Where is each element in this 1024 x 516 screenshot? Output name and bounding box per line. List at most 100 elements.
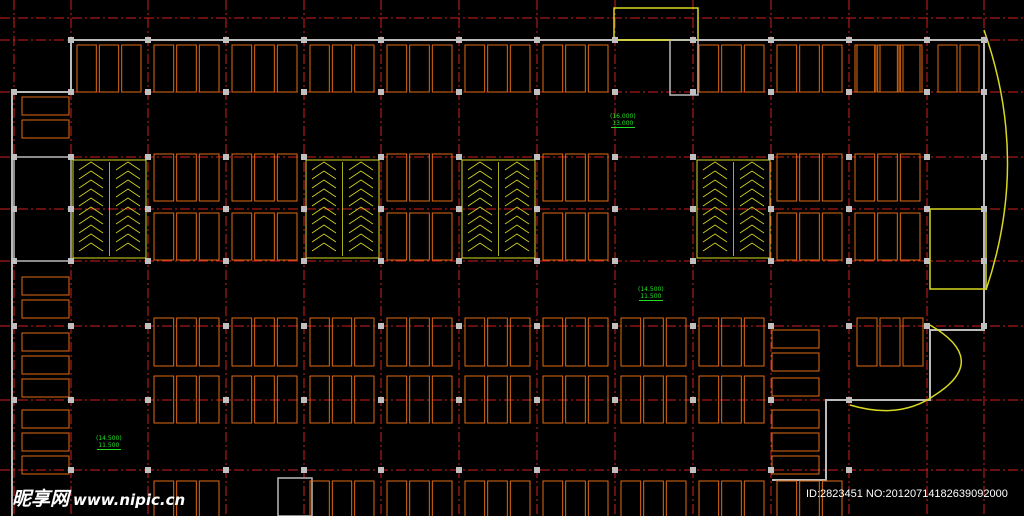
parking-stall <box>309 44 330 93</box>
parking-stall <box>431 153 453 202</box>
parking-stall <box>821 480 843 516</box>
ramp-hatch <box>702 233 728 243</box>
structural-column <box>846 37 852 43</box>
level-label-3: (14.500) 11.500 <box>96 435 122 450</box>
structural-column <box>924 37 930 43</box>
structural-column <box>301 467 307 473</box>
ramp-hatch <box>504 179 530 189</box>
structural-column <box>378 154 384 160</box>
ramp-hatch <box>311 188 337 198</box>
parking-stall <box>431 44 453 93</box>
parking-stall <box>821 212 843 261</box>
ramp-hatch <box>467 179 493 189</box>
structural-column <box>768 89 774 95</box>
parking-stall <box>231 375 253 424</box>
parking-stall <box>565 44 586 93</box>
parking-stall <box>21 409 70 429</box>
structural-column <box>145 397 151 403</box>
ramp-hatch <box>348 161 374 171</box>
structural-column <box>145 323 151 329</box>
parking-stall <box>877 212 898 261</box>
parking-stall <box>487 375 508 424</box>
parking-stall <box>176 153 197 202</box>
parking-stall <box>354 317 375 367</box>
parking-stall <box>153 480 175 516</box>
exterior-wall <box>11 91 71 516</box>
parking-stall <box>331 375 353 424</box>
parking-stall <box>176 212 197 261</box>
structural-column <box>768 397 774 403</box>
ramp-hatch <box>78 224 104 234</box>
parking-stall <box>431 480 453 516</box>
structural-column <box>768 37 774 43</box>
ramp-hatch <box>739 170 765 180</box>
parking-stall <box>487 44 508 93</box>
ramp-hatch <box>739 233 765 243</box>
structural-column <box>534 323 540 329</box>
parking-stall <box>198 153 220 202</box>
parking-stall <box>959 44 980 93</box>
structural-column <box>690 323 696 329</box>
parking-stall <box>276 44 298 93</box>
ramp-hatch <box>78 206 104 216</box>
parking-stall <box>698 44 720 93</box>
parking-stall <box>620 375 642 424</box>
parking-stall <box>409 375 430 424</box>
structural-column <box>924 206 930 212</box>
parking-stall <box>771 352 820 372</box>
parking-stall <box>721 480 742 516</box>
parking-stall <box>776 153 798 202</box>
structural-column <box>145 258 151 264</box>
parking-stall <box>776 212 798 261</box>
ramp-hatch <box>78 170 104 180</box>
parking-stall <box>153 317 175 367</box>
parking-stall <box>587 44 609 93</box>
parking-stall <box>879 44 900 93</box>
ramp-hatch <box>348 215 374 225</box>
ramp-hatch <box>311 161 337 171</box>
parking-stall <box>21 432 70 452</box>
parking-stall <box>877 44 898 93</box>
parking-stall <box>76 44 97 93</box>
ramp-hatch <box>504 197 530 207</box>
structural-column <box>981 154 987 160</box>
parking-stall <box>542 44 564 93</box>
structural-column <box>690 89 696 95</box>
structural-column <box>68 397 74 403</box>
parking-stall <box>854 44 876 93</box>
parking-stall <box>354 480 375 516</box>
parking-stall <box>643 375 664 424</box>
structural-column <box>68 323 74 329</box>
watermark-url: www.nipic.cn <box>73 491 186 509</box>
parking-stall <box>587 480 609 516</box>
parking-stall <box>698 317 720 367</box>
parking-stall <box>21 299 70 319</box>
ramp-hatch <box>702 197 728 207</box>
parking-stall <box>354 375 375 424</box>
parking-stall <box>509 375 531 424</box>
parking-stall <box>771 432 820 452</box>
parking-stall <box>587 153 609 202</box>
parking-stall <box>542 480 564 516</box>
ramp-hatch <box>702 188 728 198</box>
parking-stall <box>587 375 609 424</box>
level-label-1: (16.000) 13.000 <box>610 113 636 128</box>
parking-stall <box>431 375 453 424</box>
structural-column <box>223 397 229 403</box>
ramp-hatch <box>467 224 493 234</box>
structural-column <box>690 397 696 403</box>
parking-stall <box>386 212 408 261</box>
parking-stall <box>771 455 820 475</box>
parking-stall <box>743 480 765 516</box>
structural-column <box>11 258 17 264</box>
parking-stall <box>276 212 298 261</box>
structural-column <box>612 467 618 473</box>
structural-column <box>456 323 462 329</box>
structural-column <box>301 89 307 95</box>
parking-stall <box>542 375 564 424</box>
parking-stall <box>254 212 275 261</box>
structural-column <box>924 258 930 264</box>
structural-column <box>612 89 618 95</box>
structural-column <box>456 37 462 43</box>
